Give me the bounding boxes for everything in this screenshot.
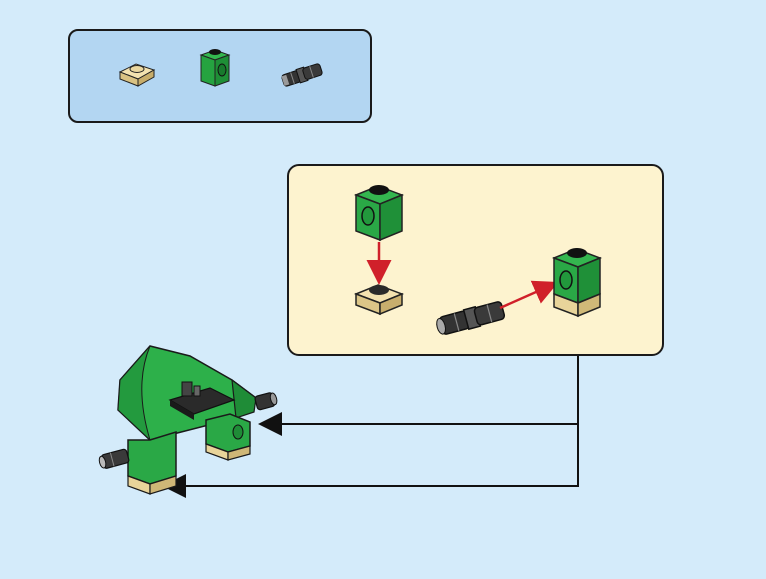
green-model-icon (98, 346, 278, 494)
subassembly-brick-on-plate (554, 248, 600, 316)
technic-pin-icon (281, 62, 323, 88)
subassembly-green-brick (356, 185, 402, 240)
subassembly-tan-plate (356, 285, 402, 314)
red-arrow-diagonal (500, 284, 554, 308)
subassembly-technic-pin (435, 300, 506, 337)
tan-plate-icon (120, 64, 154, 86)
green-brick-icon (201, 49, 229, 86)
